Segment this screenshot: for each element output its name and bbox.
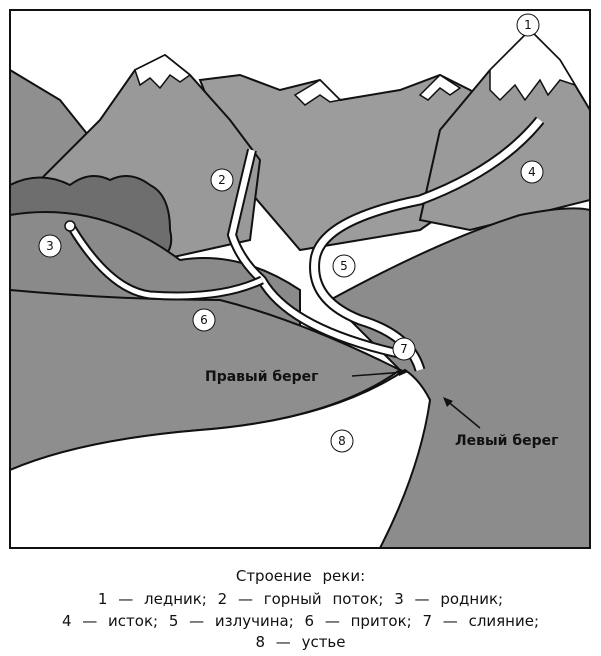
marker-6: 6 bbox=[192, 308, 216, 332]
marker-4: 4 bbox=[520, 160, 544, 184]
caption-line-2: 4 — исток; 5 — излучина; 6 — приток; 7 —… bbox=[61, 612, 540, 630]
caption-line-3: 8 — устье bbox=[255, 633, 346, 651]
svg-text:5: 5 bbox=[340, 259, 348, 273]
marker-1: 1 bbox=[516, 13, 540, 37]
left-bank-label: Левый берег bbox=[455, 433, 558, 449]
mouth-river-8 bbox=[9, 368, 432, 549]
right-bank-arrow bbox=[351, 371, 406, 377]
mountain-snow bbox=[134, 54, 192, 90]
svg-text:4: 4 bbox=[528, 165, 536, 179]
svg-text:7: 7 bbox=[400, 342, 408, 356]
mountain-snow-2 bbox=[293, 79, 342, 106]
caption-line-1: 1 — ледник; 2 — горный поток; 3 — родник… bbox=[97, 590, 504, 608]
svg-text:8: 8 bbox=[338, 434, 346, 448]
svg-text:3: 3 bbox=[46, 239, 54, 253]
marker-8: 8 bbox=[330, 429, 354, 453]
svg-text:2: 2 bbox=[218, 173, 226, 187]
marker-3: 3 bbox=[38, 234, 62, 258]
right-bank-label: Правый берег bbox=[205, 369, 319, 385]
svg-text:6: 6 bbox=[200, 313, 208, 327]
marker-5: 5 bbox=[332, 254, 356, 278]
svg-text:1: 1 bbox=[524, 18, 532, 32]
marker-2: 2 bbox=[210, 168, 234, 192]
mountain-snow-3 bbox=[418, 74, 462, 101]
glacier-snow bbox=[489, 28, 577, 102]
left-bank-arrow bbox=[445, 399, 481, 429]
river-structure-illustration: 1 2 3 4 5 6 7 8 Правый берег Левый берег bbox=[9, 9, 591, 549]
marker-7: 7 bbox=[392, 337, 416, 361]
spring-3 bbox=[64, 220, 76, 232]
caption-title: Строение реки: bbox=[235, 567, 366, 585]
